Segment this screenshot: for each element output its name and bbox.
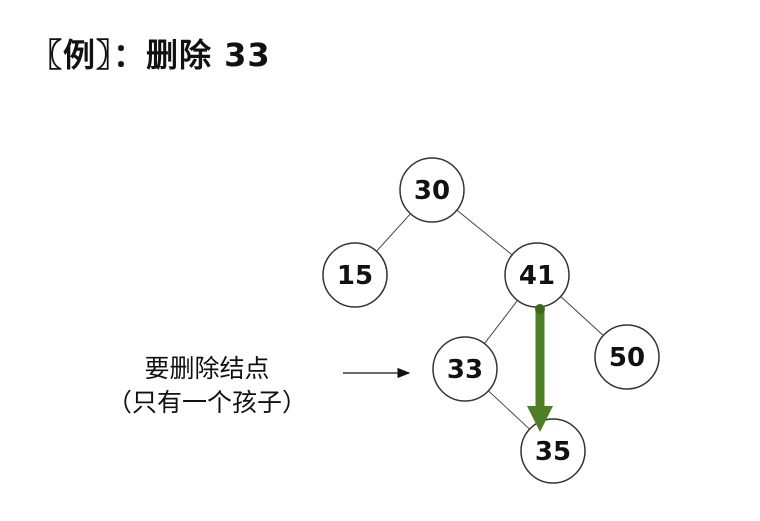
tree-node-30: 30 [399, 157, 465, 223]
tree-node-label: 30 [414, 176, 450, 206]
tree-node-label: 35 [535, 437, 571, 467]
tree-node-circle [432, 336, 498, 402]
tree-node-circle [399, 157, 465, 223]
tree-node-50: 50 [594, 324, 660, 390]
tree-node-circle [520, 418, 586, 484]
tree-node-15: 15 [322, 242, 388, 308]
tree-node-label: 41 [519, 261, 555, 291]
tree-node-circle [322, 242, 388, 308]
tree-node-33: 33 [432, 336, 498, 402]
tree-node-label: 15 [337, 261, 373, 291]
tree-nodes: 30 15 41 33 50 35 [322, 157, 660, 484]
tree-edge [456, 209, 513, 256]
tree-edge [376, 213, 411, 252]
tree-node-circle [594, 324, 660, 390]
note-line-2: （只有一个孩子） [106, 388, 307, 417]
tree-edges [376, 209, 604, 430]
page-title: 〖例〗：删除 33 [30, 36, 271, 74]
tree-node-35: 35 [520, 418, 586, 484]
tree-node-label: 33 [447, 355, 483, 385]
tree-edge [484, 300, 518, 344]
green-arrow-tail-dot [535, 304, 545, 314]
green-move-arrow [527, 304, 553, 432]
delete-node-note: 要删除结点 （只有一个孩子） [92, 352, 322, 420]
green-arrow-head [527, 406, 553, 432]
tree-node-label: 50 [609, 343, 645, 373]
tree-node-41: 41 [504, 242, 570, 308]
tree-edge [488, 390, 530, 430]
tree-edge [560, 296, 604, 336]
note-line-1: 要删除结点 [144, 354, 270, 383]
